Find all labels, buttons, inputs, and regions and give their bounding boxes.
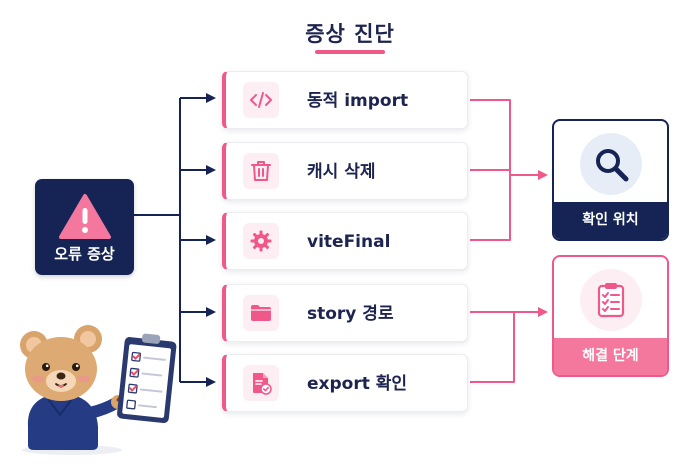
- step-story-path: story 경로: [222, 284, 468, 342]
- checklist-clipboard-icon: [597, 283, 625, 318]
- step-3-to-check: [470, 175, 511, 241]
- step-label: 캐시 삭제: [307, 162, 376, 182]
- result-fix-steps: 해결 단계: [552, 255, 669, 377]
- step-5-to-fix: [470, 312, 515, 383]
- step-label: export 확인: [307, 374, 408, 394]
- page-title: 증상 진단: [305, 22, 395, 46]
- step-export-check: export 확인: [222, 354, 468, 412]
- step-vitefinal: viteFinal: [222, 212, 468, 270]
- result-check-location: 확인 위치: [552, 119, 669, 241]
- magnifier-icon: [596, 149, 629, 182]
- gear-icon: [250, 230, 272, 252]
- step-label: viteFinal: [307, 232, 391, 252]
- result-label: 해결 단계: [554, 338, 667, 375]
- step-clear-cache: 캐시 삭제: [222, 142, 468, 200]
- trash-icon: [251, 161, 271, 181]
- result-label: 확인 위치: [554, 202, 667, 239]
- title-underline: [315, 50, 385, 54]
- bear-mascot-illustration: [20, 325, 177, 455]
- step-label: story 경로: [307, 304, 394, 324]
- document-check-icon: [253, 373, 272, 395]
- step-label: 동적 import: [307, 91, 409, 111]
- folder-icon: [251, 305, 271, 321]
- symptom-label: 오류 증상: [54, 245, 115, 263]
- step-1-to-check: [470, 99, 511, 175]
- symptom-box: 오류 증상: [35, 179, 134, 275]
- step-dynamic-import: 동적 import: [222, 71, 468, 129]
- warning-triangle-icon: [59, 194, 111, 239]
- code-icon: [250, 92, 272, 108]
